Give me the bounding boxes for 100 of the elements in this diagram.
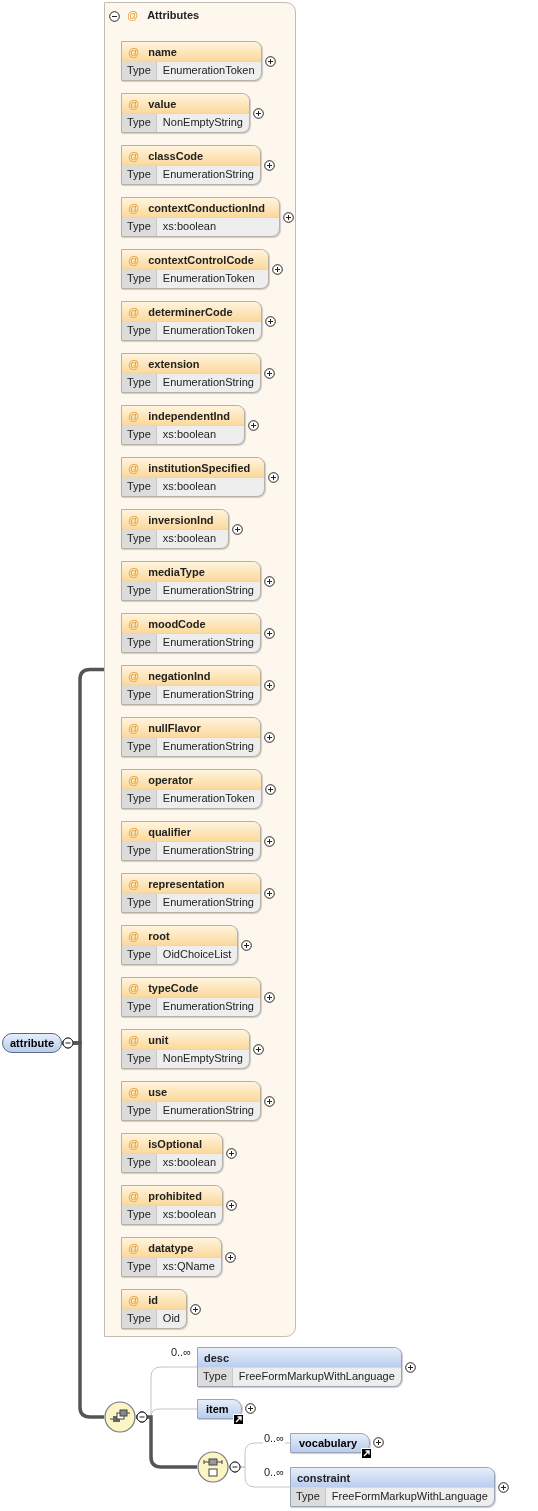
attribute-box [121, 1237, 222, 1277]
type-value: EnumerationString [161, 843, 255, 858]
element-box [197, 1347, 402, 1387]
type-label: Type [122, 634, 157, 652]
connector-line [228, 1461, 291, 1488]
type-value: EnumerationString [161, 739, 255, 754]
type-label: Type [291, 1488, 326, 1506]
attribute-box [121, 1133, 224, 1173]
attribute-icon: @ [128, 773, 140, 786]
attribute-box [121, 457, 266, 497]
attribute-box [121, 1081, 261, 1121]
attribute-box [121, 249, 269, 289]
type-label: Type [122, 166, 157, 184]
attribute-name: isOptional [148, 1137, 202, 1150]
type-value: EnumerationString [161, 583, 255, 598]
attribute-box [121, 353, 261, 393]
attribute-box [121, 665, 261, 705]
attribute-icon: @ [128, 45, 140, 58]
attribute-name: value [148, 97, 177, 110]
attribute-name: typeCode [148, 981, 199, 994]
type-label: Type [122, 582, 157, 600]
type-value: xs:boolean [161, 219, 218, 234]
attribute-name: contextControlCode [148, 253, 254, 266]
attribute-box [121, 93, 250, 133]
attribute-box [121, 41, 262, 81]
type-value: EnumerationToken [161, 791, 256, 806]
attribute-name: prohibited [148, 1189, 202, 1202]
type-value: EnumerationToken [161, 323, 256, 338]
type-value: NonEmptyString [161, 115, 244, 130]
attribute-name: unit [148, 1033, 169, 1046]
attribute-box [121, 1289, 187, 1329]
type-value: EnumerationString [161, 375, 255, 390]
attribute-name: determinerCode [148, 305, 233, 318]
type-label: Type [122, 270, 157, 288]
type-label: Type [122, 1206, 157, 1224]
type-value: EnumerationString [161, 895, 255, 910]
type-label: Type [122, 1258, 157, 1276]
element-box: vocabulary [290, 1433, 371, 1453]
type-value: EnumerationString [161, 635, 255, 650]
attribute-name: representation [148, 877, 225, 890]
attribute-box [121, 145, 261, 185]
type-value: NonEmptyString [161, 1051, 244, 1066]
attribute-icon: @ [128, 721, 140, 734]
type-value: FreeFormMarkupWithLanguage [330, 1489, 489, 1504]
attribute-icon: @ [128, 461, 140, 474]
type-label: Type [122, 1102, 157, 1120]
attribute-name: use [148, 1085, 168, 1098]
attribute-icon: @ [128, 565, 140, 578]
attribute-icon: @ [128, 617, 140, 630]
type-label: Type [122, 218, 157, 236]
type-value: xs:boolean [161, 427, 218, 442]
edge-label: 0..∞ [169, 1346, 192, 1358]
attribute-name: mediaType [148, 565, 205, 578]
type-label: Type [122, 1310, 157, 1328]
attribute-icon: @ [128, 305, 140, 318]
attribute-icon: @ [128, 1241, 140, 1254]
attribute-box [121, 821, 261, 861]
type-value: EnumerationString [161, 999, 255, 1014]
element-name: desc [204, 1351, 230, 1364]
attribute-icon: @ [128, 409, 140, 422]
type-label: Type [122, 62, 157, 80]
attribute-box [121, 301, 262, 341]
edge-label: 0..∞ [262, 1466, 285, 1478]
type-value: EnumerationToken [161, 271, 256, 286]
connector-line [62, 1037, 104, 1419]
attribute-icon: @ [128, 981, 140, 994]
choice-circle [197, 1451, 229, 1483]
type-label: Type [122, 998, 157, 1016]
attribute-icon: @ [128, 877, 140, 890]
type-label: Type [122, 790, 157, 808]
attribute-icon: @ [128, 149, 140, 162]
attribute-name: name [148, 45, 177, 58]
attribute-box [121, 1029, 250, 1069]
attribute-name: qualifier [148, 825, 191, 838]
attribute-name: extension [148, 357, 200, 370]
type-label: Type [122, 478, 157, 496]
attribute-box [121, 977, 261, 1017]
attribute-name: root [148, 929, 170, 942]
attribute-box [121, 1185, 224, 1225]
group-title: Attributes [147, 9, 200, 21]
type-value: Oid [161, 1311, 181, 1326]
attribute-group-box [104, 2, 296, 1337]
attribute-box [121, 717, 261, 757]
type-label: Type [122, 1154, 157, 1172]
type-value: FreeFormMarkupWithLanguage [237, 1369, 396, 1384]
type-label: Type [122, 738, 157, 756]
attribute-icon: @ [128, 1293, 140, 1306]
attribute-box [121, 925, 239, 965]
attribute-icon: @ [128, 929, 140, 942]
type-label: Type [122, 686, 157, 704]
element-name: constraint [297, 1471, 351, 1484]
type-value: EnumerationToken [161, 63, 256, 78]
type-value: EnumerationString [161, 167, 255, 182]
attribute-icon: @ [128, 253, 140, 266]
attribute-box [121, 509, 229, 549]
edge-label: 0..∞ [262, 1432, 285, 1444]
attribute-icon: @ [128, 513, 140, 526]
type-label: Type [122, 894, 157, 912]
attribute-name: independentInd [148, 409, 231, 422]
attribute-box [121, 613, 261, 653]
